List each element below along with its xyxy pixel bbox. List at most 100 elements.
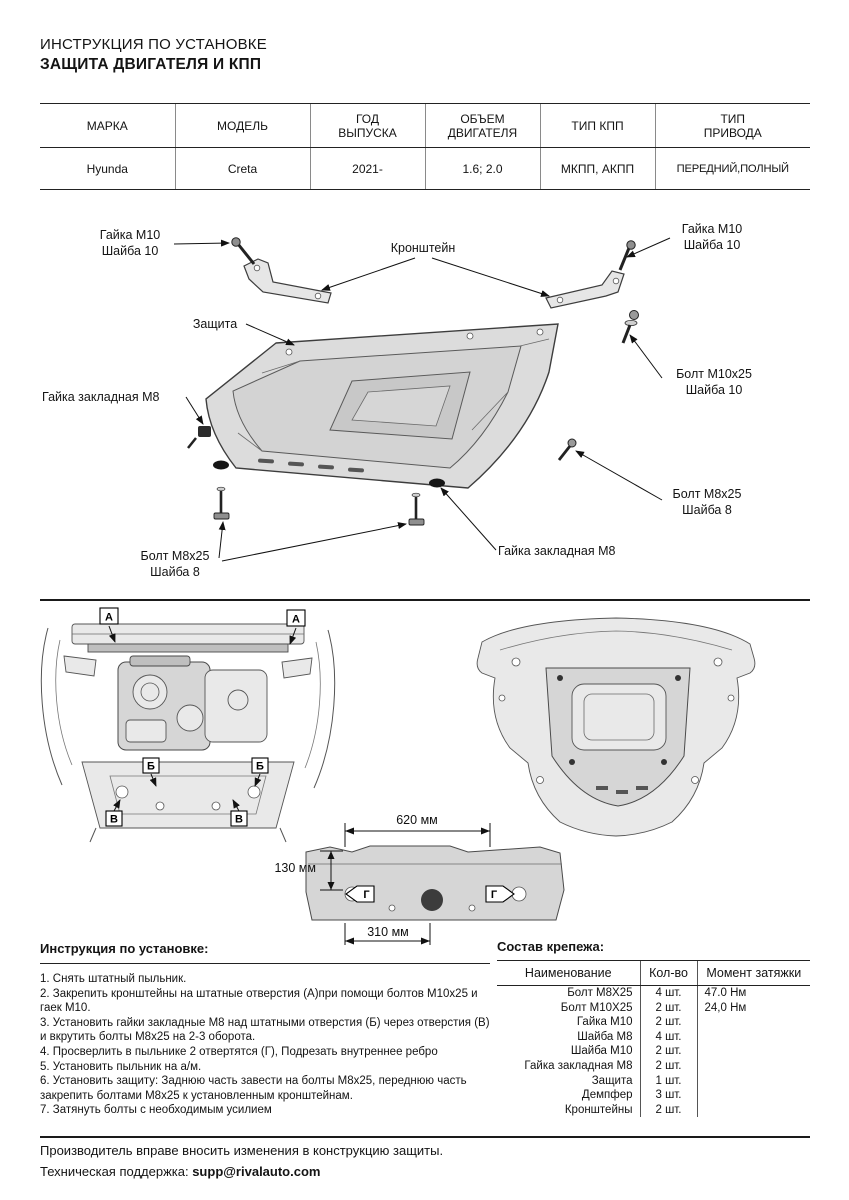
svg-text:А: А	[105, 612, 113, 624]
spec-year: 2021-	[309, 147, 425, 190]
marker-a-right: А	[286, 609, 306, 645]
install-step: 2. Закрепить кронштейны на штатные отвер…	[40, 987, 478, 1015]
install-step: 7. Затянуть болты с необходимым усилием	[40, 1104, 272, 1117]
hw-name: Шайба М8	[577, 1030, 633, 1043]
hardware-title: Состав крепежа:	[497, 939, 605, 954]
underbody-view-drawing	[476, 617, 756, 837]
spec-col-gearbox: ТИП КПП	[539, 103, 655, 148]
installation-views: А А Б Б В В	[40, 607, 756, 945]
callout-rivet-nut-left: Гайка закладная М8	[42, 390, 160, 404]
hw-torque	[696, 1073, 810, 1089]
callout-nut-m10-left: Гайка М10 Шайба 10	[99, 228, 161, 258]
spec-col-model: МОДЕЛЬ	[174, 103, 310, 148]
hw-col-torque: Момент затяжки	[696, 960, 810, 986]
hw-torque	[696, 1044, 810, 1059]
install-step: 1. Снять штатный пыльник.	[40, 973, 187, 985]
callout-leader-lines	[173, 237, 671, 562]
hw-torque	[696, 1058, 810, 1074]
svg-text:Б: Б	[147, 761, 155, 773]
rivet-nut-installed-center	[429, 478, 445, 488]
hardware-row: Шайба М10 2 шт.	[497, 1044, 810, 1059]
vent-slot	[348, 467, 364, 473]
spec-col-year: ГОД ВЫПУСКА	[309, 103, 425, 148]
dimension-130mm: 130 мм	[274, 850, 343, 891]
bolt-m10x25-drawing	[621, 310, 639, 344]
install-step: 6. Установить защиту: Заднюю часть завес…	[40, 1075, 467, 1102]
page-title: ЗАЩИТА ДВИГАТЕЛЯ И КПП	[40, 56, 262, 73]
dimension-310mm: 310 мм	[344, 923, 431, 945]
hw-qty: 3 шт.	[639, 1088, 697, 1103]
hardware-row: Гайка закладная М8 2 шт.	[497, 1058, 810, 1074]
mount-hole	[536, 328, 544, 336]
hardware-section: Состав крепежа: Наименование Кол-во Моме…	[497, 939, 810, 1118]
footer-support: Техническая поддержка: supp@rivalauto.co…	[40, 1164, 320, 1179]
svg-text:Б: Б	[256, 761, 264, 773]
hw-qty: 2 шт.	[639, 1000, 697, 1016]
hw-qty: 2 шт.	[639, 1102, 697, 1118]
svg-text:620 мм: 620 мм	[396, 813, 438, 827]
bolt-m8x25-bottom-left-drawing	[213, 486, 230, 520]
dimension-620mm: 620 мм	[344, 813, 491, 847]
hardware-table: Наименование Кол-во Момент затяжки Болт …	[497, 960, 810, 1118]
install-step: 3. Установить гайки закладные М8 над шта…	[40, 1016, 490, 1044]
marker-b-right: Б	[251, 757, 269, 787]
support-email: supp@rivalauto.com	[192, 1164, 321, 1179]
spec-engine: 1.6; 2.0	[424, 147, 540, 190]
rivet-nut-left-drawing	[187, 426, 211, 449]
spec-drive: ПЕРЕДНИЙ,ПОЛНЫЙ	[654, 147, 810, 190]
spec-brand: Hyunda	[40, 147, 175, 190]
front-view-drawing	[40, 623, 336, 843]
hw-col-qty: Кол-во	[639, 960, 697, 986]
hw-qty: 4 шт.	[639, 1029, 697, 1045]
svg-text:130 мм: 130 мм	[274, 861, 316, 875]
callout-bolt-m8x25-left: Болт М8х25 Шайба 8	[140, 549, 210, 579]
marker-v-right: В	[230, 799, 248, 827]
hw-name: Кронштейны	[564, 1103, 633, 1116]
install-instructions-title: Инструкция по установке:	[40, 941, 490, 964]
splash-guard-closeup	[305, 845, 565, 921]
marker-g-right: Г	[485, 885, 515, 903]
hw-name: Защита	[591, 1074, 633, 1087]
spec-model: Creta	[174, 147, 310, 190]
spec-col-drive: ТИП ПРИВОДА	[654, 103, 810, 148]
bolt-m8x25-right-drawing	[557, 438, 577, 461]
callout-shield: Защита	[192, 317, 238, 331]
bolt-m8x25-bottom-center-drawing	[408, 492, 425, 526]
callout-nut-m10-right: Гайка М10 Шайба 10	[681, 222, 743, 252]
shield-plate-drawing	[205, 323, 559, 489]
callout-bolt-m10x25: Болт М10х25 Шайба 10	[676, 367, 752, 397]
hw-qty: 2 шт.	[639, 1058, 697, 1074]
footer-disclaimer: Производитель вправе вносить изменения в…	[40, 1143, 444, 1158]
bolt-m10-top-right-drawing	[618, 240, 636, 271]
svg-text:310 мм: 310 мм	[367, 925, 409, 939]
hw-torque	[696, 1029, 810, 1045]
vehicle-spec-table: МАРКА МОДЕЛЬ ГОД ВЫПУСКА ОБЪЕМ ДВИГАТЕЛЯ…	[40, 103, 810, 190]
callout-rivet-nut-bottom: Гайка закладная М8	[498, 544, 616, 558]
spec-col-engine: ОБЪЕМ ДВИГАТЕЛЯ	[424, 103, 540, 148]
install-steps-list: 1. Снять штатный пыльник. 2. Закрепить к…	[40, 972, 492, 1118]
hw-name: Болт М10Х25	[560, 1001, 633, 1014]
hardware-row: Шайба М8 4 шт.	[497, 1029, 810, 1045]
doc-subtitle: ИНСТРУКЦИЯ ПО УСТАНОВКЕ	[40, 36, 267, 53]
marker-b-left: Б	[142, 757, 160, 787]
vent-slot	[288, 461, 304, 467]
hw-torque: 47.0 Нм	[696, 985, 810, 1001]
hw-torque	[696, 1102, 810, 1118]
install-step: 4. Просверлить в пыльнике 2 отвертятся (…	[40, 1045, 438, 1058]
hw-name: Гайка закладная М8	[524, 1059, 633, 1072]
hardware-header-row: Наименование Кол-во Момент затяжки	[497, 960, 810, 986]
hw-col-name: Наименование	[497, 960, 640, 986]
hw-torque	[696, 1088, 810, 1103]
hw-qty: 2 шт.	[639, 1044, 697, 1059]
bolt-m10-top-left-drawing	[231, 237, 256, 265]
svg-text:Г: Г	[491, 889, 498, 901]
footer-support-label: Техническая поддержка:	[40, 1164, 193, 1179]
mount-hole	[285, 348, 293, 356]
hw-name: Шайба М10	[570, 1045, 633, 1058]
svg-text:В: В	[110, 814, 118, 826]
